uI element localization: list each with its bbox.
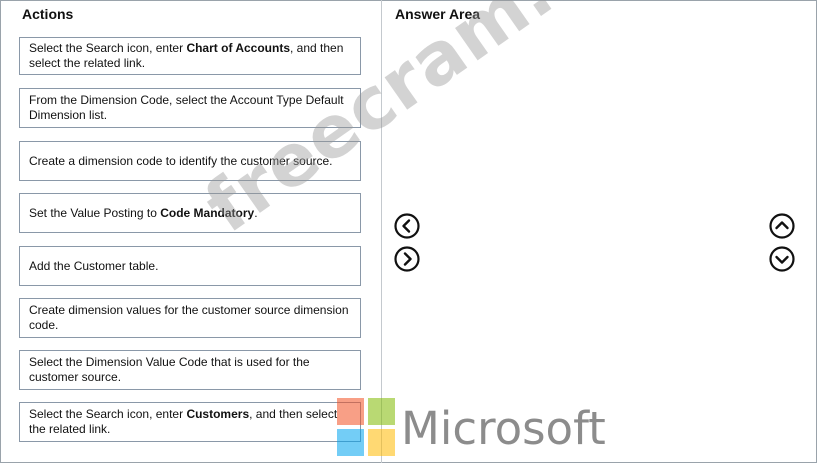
logo-square-green	[368, 398, 395, 425]
actions-panel-title: Actions	[22, 6, 74, 22]
action-item-text: Add the Customer table.	[29, 258, 159, 273]
answer-area-title: Answer Area	[395, 6, 481, 22]
move-right-button[interactable]	[394, 246, 420, 272]
action-item-8[interactable]: Select the Search icon, enter Customers,…	[19, 402, 361, 442]
microsoft-logo-text: Microsoft	[401, 402, 606, 455]
move-left-button[interactable]	[394, 213, 420, 239]
action-item-6[interactable]: Create dimension values for the customer…	[19, 298, 361, 338]
chevron-right-circle-icon	[394, 246, 420, 272]
panel-divider	[381, 0, 382, 463]
move-down-button[interactable]	[769, 246, 795, 272]
action-item-3[interactable]: Create a dimension code to identify the …	[19, 141, 361, 181]
microsoft-logo-icon	[337, 398, 395, 456]
action-item-2[interactable]: From the Dimension Code, select the Acco…	[19, 88, 361, 128]
action-item-text: From the Dimension Code, select the Acco…	[29, 93, 344, 122]
action-item-7[interactable]: Select the Dimension Value Code that is …	[19, 350, 361, 390]
move-up-button[interactable]	[769, 213, 795, 239]
chevron-left-circle-icon	[394, 213, 420, 239]
action-item-1[interactable]: Select the Search icon, enter Chart of A…	[19, 37, 361, 75]
action-item-text: Select the Dimension Value Code that is …	[29, 355, 310, 384]
chevron-up-circle-icon	[769, 213, 795, 239]
logo-square-yellow	[368, 429, 395, 456]
action-item-text: Create dimension values for the customer…	[29, 303, 349, 332]
action-item-text: Create a dimension code to identify the …	[29, 153, 333, 168]
logo-square-red	[337, 398, 364, 425]
action-item-5[interactable]: Add the Customer table.	[19, 246, 361, 286]
answer-area-drop-zone[interactable]	[430, 30, 760, 390]
chevron-down-circle-icon	[769, 246, 795, 272]
action-item-text: Select the Search icon, enter Chart of A…	[29, 41, 344, 70]
action-item-4[interactable]: Set the Value Posting to Code Mandatory.	[19, 193, 361, 233]
action-item-text: Set the Value Posting to Code Mandatory.	[29, 205, 258, 220]
action-item-text: Select the Search icon, enter Customers,…	[29, 407, 338, 436]
logo-square-blue	[337, 429, 364, 456]
